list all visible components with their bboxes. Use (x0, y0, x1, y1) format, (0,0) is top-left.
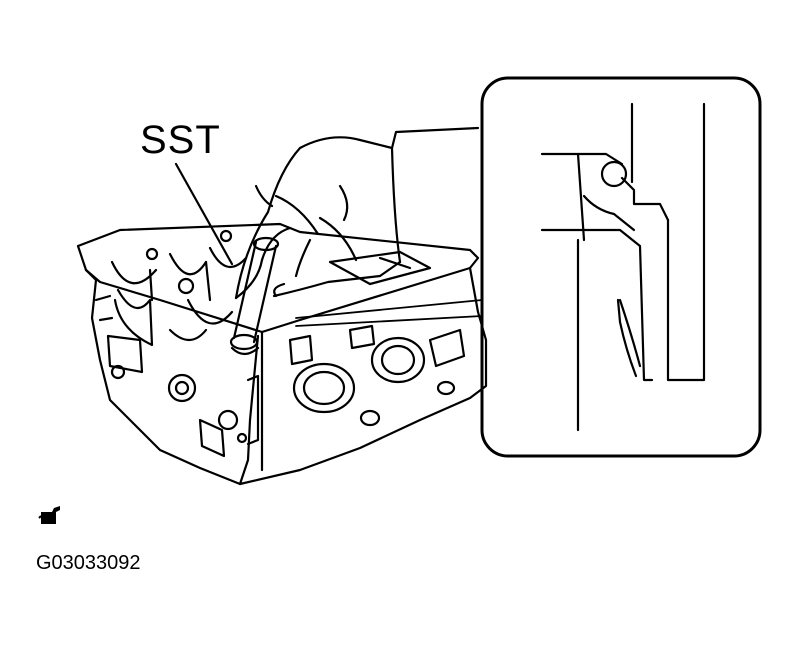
sst-leader-line (174, 162, 234, 266)
zoom-leader-line (295, 315, 483, 327)
figure-code: G03033092 (36, 552, 141, 574)
zoom-leader-line (295, 299, 483, 319)
oil-can-icon (38, 506, 60, 524)
detail-inset (480, 76, 762, 458)
hand (234, 126, 480, 300)
sst-label: SST (140, 118, 221, 162)
cylinder-head (76, 222, 488, 486)
sst-tool (229, 236, 280, 356)
